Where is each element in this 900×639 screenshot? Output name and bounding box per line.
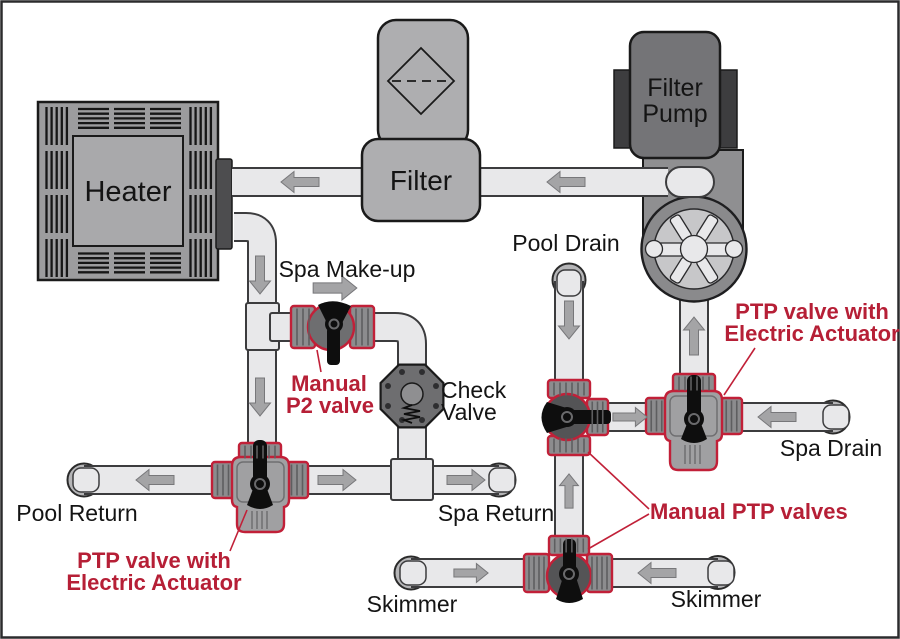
pump-inlet-cap — [665, 166, 715, 198]
manual-p2-valve — [289, 301, 376, 365]
ptp-electric-valve-right — [644, 372, 744, 472]
heater-label: Heater — [84, 176, 171, 208]
heater-vents-icon — [45, 107, 213, 277]
check-valve — [379, 363, 445, 429]
flow-arrow-icon — [248, 255, 272, 295]
callout-line-manual-lower — [587, 513, 650, 550]
flow-arrow-icon — [682, 316, 706, 356]
manual-p2-callout-line2: P2 valve — [286, 393, 374, 418]
flow-arrow-icon — [280, 170, 320, 194]
filter-label: Filter — [390, 165, 452, 196]
valve-left-union — [522, 552, 551, 594]
pool-return-cap-sleeve — [72, 467, 100, 493]
flow-arrow-icon — [317, 468, 357, 492]
valve-handle-knob — [559, 564, 579, 584]
flow-arrow-icon — [558, 473, 580, 509]
pool-drain-cap-sleeve — [556, 269, 582, 297]
heater-panel — [72, 135, 184, 247]
pool-return-label: Pool Return — [16, 500, 137, 526]
spa-return-label: Spa Return — [438, 500, 554, 526]
p2-handle-knob — [325, 315, 343, 333]
valve-handle-knob — [684, 409, 704, 429]
flow-arrow-icon — [312, 274, 358, 302]
manual-ptp-callout: Manual PTP valves — [650, 499, 848, 524]
flow-arrow-icon — [453, 562, 489, 584]
manual-ptp-valve-pool-drain — [541, 378, 611, 457]
valve-body-ridges — [251, 511, 268, 529]
ptp-electric-right-callout-line1: PTP valve with — [735, 299, 889, 324]
check-valve-poppet — [400, 382, 424, 406]
ptp-electric-left-callout-line2: Electric Actuator — [66, 570, 242, 595]
filter-body — [360, 137, 482, 223]
valve-body-ridges — [684, 445, 701, 464]
pump-label-line2: Pump — [642, 100, 707, 128]
filter-media-diamond-icon — [386, 46, 456, 116]
pump-label-line1: Filter — [647, 74, 703, 102]
valve-handle-knob — [557, 407, 577, 427]
check-valve-label-line2: Valve — [441, 399, 497, 425]
flow-arrow-icon — [446, 468, 486, 492]
skimmer-left-cap-sleeve — [399, 560, 427, 586]
flow-arrow-icon — [135, 468, 175, 492]
spa-makeup-label: Spa Make-up — [279, 256, 416, 282]
skimmer-right-label: Skimmer — [671, 586, 762, 612]
callout-line-electric-left — [229, 509, 248, 552]
pump-impeller-icon — [644, 214, 744, 284]
flow-arrow-icon — [757, 405, 797, 429]
flow-arrow-icon — [557, 300, 581, 340]
pool-drain-label: Pool Drain — [512, 230, 619, 256]
spa-drain-cap-sleeve — [822, 404, 850, 430]
valve-handle-bar — [565, 410, 611, 424]
valve-knob-ring — [254, 478, 266, 490]
flow-arrow-icon — [637, 561, 677, 585]
flow-arrow-icon — [612, 406, 648, 428]
valve-handle-knob — [250, 474, 270, 494]
p2-handle-bar — [327, 327, 340, 365]
ptp-electric-right-callout-line2: Electric Actuator — [724, 321, 900, 346]
check-valve-bolts — [385, 369, 439, 423]
manual-ptp-valve-skimmer — [522, 534, 614, 603]
valve-knob-ring — [561, 411, 573, 423]
flow-arrow-icon — [248, 377, 272, 417]
callout-line-manual-upper — [587, 451, 650, 510]
check-valve-label-line1: Check — [441, 377, 507, 403]
callout-line-p2 — [316, 349, 322, 373]
flow-arrows — [135, 170, 797, 585]
pump-wet-end — [640, 166, 748, 303]
heater-port-strip — [215, 158, 233, 250]
skimmer-left-label: Skimmer — [367, 591, 458, 617]
manual-p2-callout-line1: Manual — [291, 371, 367, 396]
callout-line-electric-right — [723, 347, 756, 396]
flow-arrow-icon — [546, 170, 586, 194]
check-valve-spring-icon — [400, 404, 421, 424]
ptp-electric-left-callout-line1: PTP valve with — [77, 548, 231, 573]
valve-knob-ring — [563, 568, 575, 580]
callout-lines — [229, 347, 756, 552]
filter: Filter — [360, 18, 482, 223]
heater: Heater — [36, 100, 233, 282]
pump-motor-housing — [628, 30, 722, 160]
spa-return-cap-sleeve — [488, 467, 516, 493]
p2-knob-ring — [328, 318, 340, 330]
tee-fitting-return — [390, 458, 434, 501]
skimmer-right-cap-sleeve — [707, 560, 735, 586]
spa-drain-label: Spa Drain — [780, 435, 882, 461]
valve-knob-ring — [688, 413, 700, 425]
